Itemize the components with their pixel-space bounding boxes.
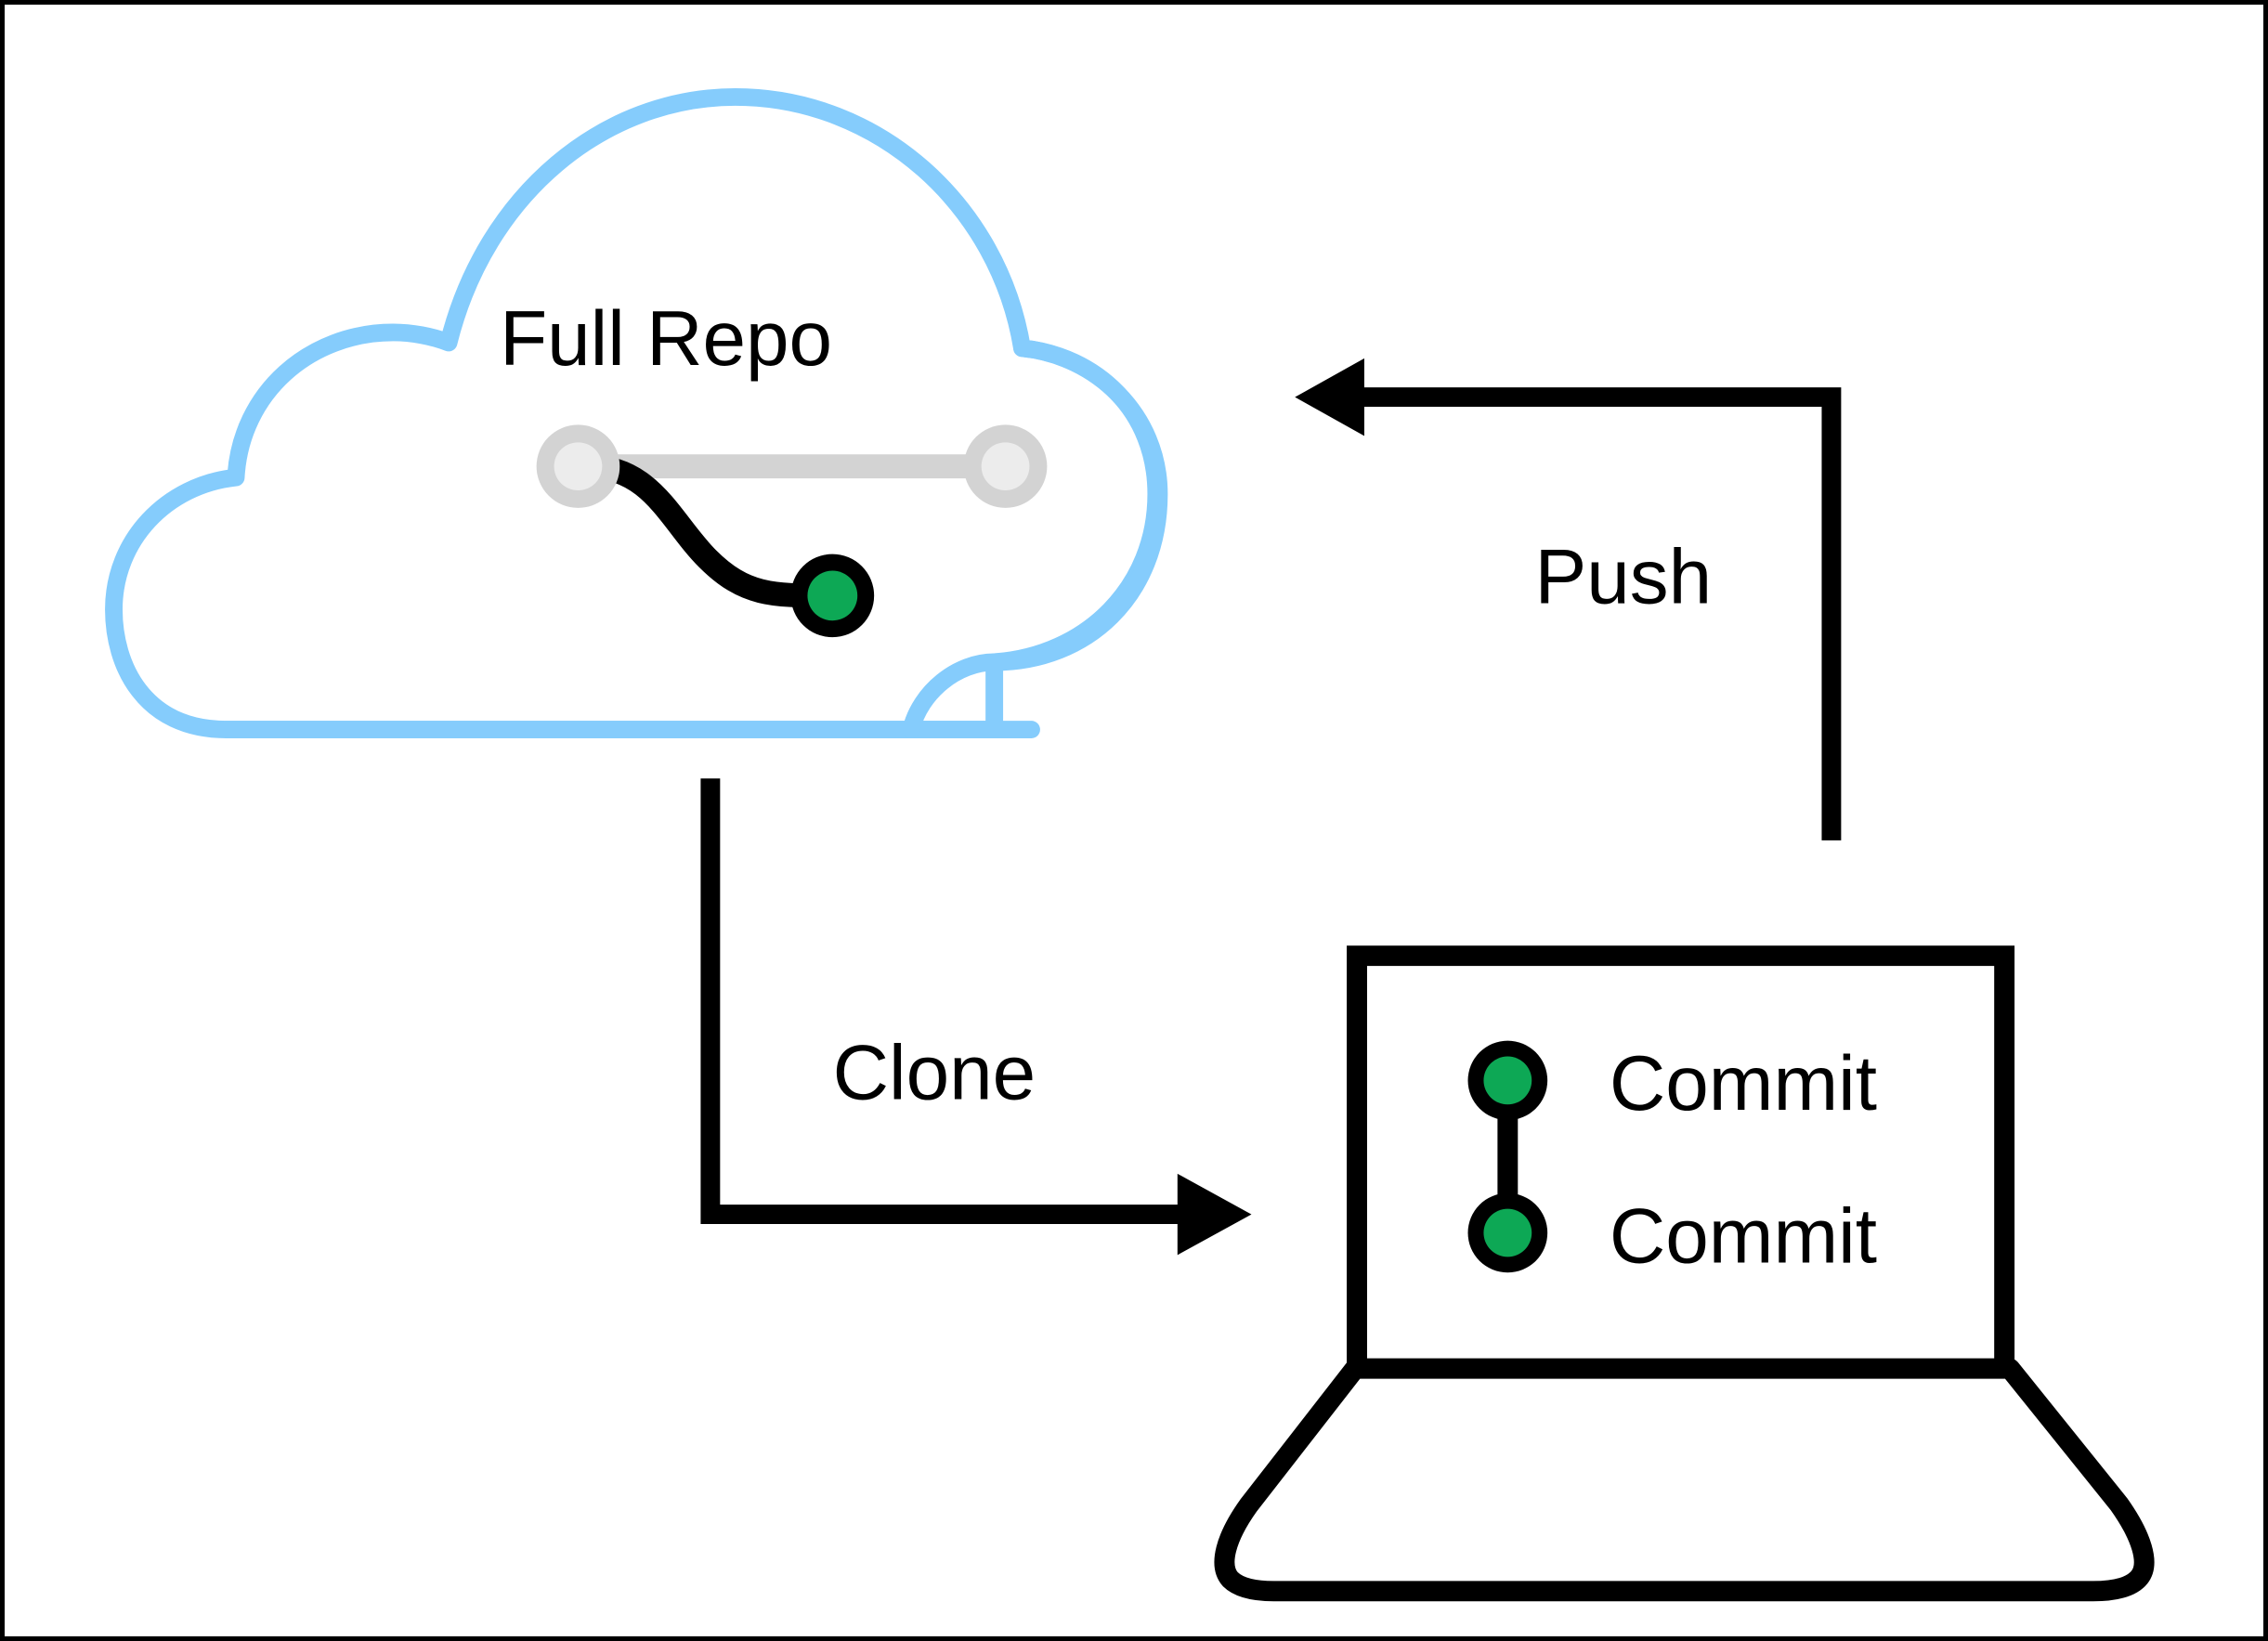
laptop-commit-node-2-dot bbox=[1483, 1208, 1532, 1257]
laptop-commit-label-2: Commit bbox=[1610, 1192, 1877, 1279]
cloud-git-graph bbox=[536, 424, 1048, 638]
cloud-outline bbox=[105, 87, 1166, 739]
laptop-base bbox=[1214, 1358, 2155, 1602]
clone-arrow-head bbox=[1177, 1173, 1252, 1256]
main-commit-node-left-inner bbox=[554, 442, 603, 491]
cloud-right-lobe bbox=[902, 339, 1168, 739]
push-arrow-head bbox=[1295, 358, 1364, 436]
cloud-label: Full Repo bbox=[500, 294, 832, 382]
push-label: Push bbox=[1535, 532, 1713, 619]
laptop-group: Commit Commit bbox=[1214, 945, 2155, 1602]
main-commit-node-right-inner bbox=[981, 442, 1030, 491]
clone-arrow-line bbox=[700, 778, 1187, 1225]
laptop-commit-label-1: Commit bbox=[1610, 1039, 1877, 1127]
cloud-group bbox=[105, 87, 1168, 739]
laptop-commit-node-1-dot bbox=[1483, 1056, 1532, 1105]
laptop-screen bbox=[1347, 945, 2015, 1379]
push-arrow-group bbox=[1295, 358, 1842, 840]
feature-branch-curve bbox=[575, 454, 841, 608]
clone-arrow-group bbox=[700, 778, 1252, 1256]
git-workflow-diagram: Full Repo Push Clone bbox=[105, 87, 2155, 1602]
push-arrow-line bbox=[1341, 387, 1842, 840]
feature-commit-node-dot bbox=[807, 570, 858, 621]
clone-label: Clone bbox=[833, 1028, 1036, 1115]
